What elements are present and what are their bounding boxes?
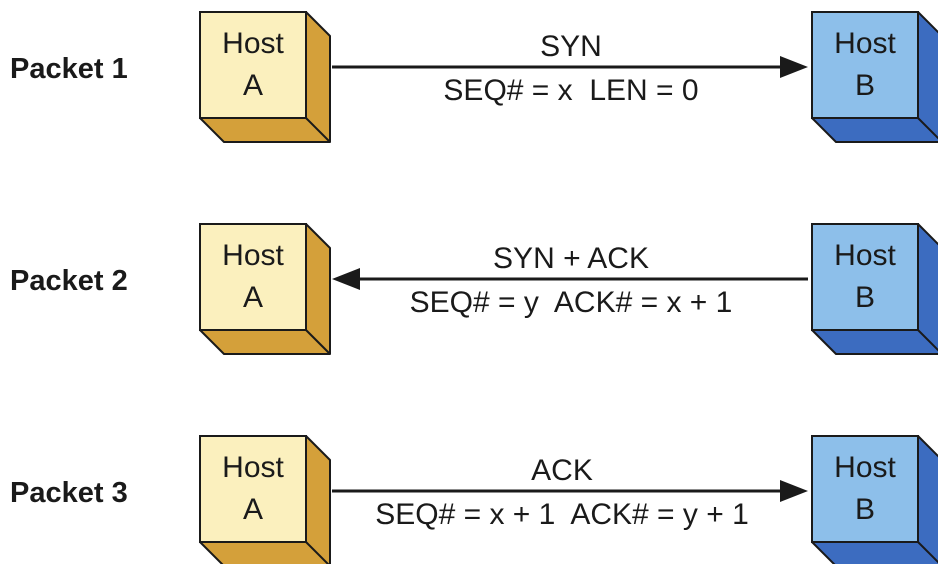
host-a-cube [199, 223, 331, 355]
host-a-cube-face [199, 11, 307, 119]
message-bottom-label: SEQ# = x LEN = 0 [443, 74, 698, 107]
message-top-label: SYN [540, 30, 602, 63]
message-arrow [332, 56, 808, 78]
packet-label: Packet 3 [10, 477, 128, 509]
host-b-cube [811, 223, 938, 355]
host-a-cube-face [199, 435, 307, 543]
host-a-label-line1: Host [222, 239, 284, 272]
host-b-cube-edge [917, 541, 938, 564]
message-arrow [332, 480, 808, 502]
host-a-cube-edge [305, 541, 330, 564]
host-b-label-line1: Host [834, 451, 896, 484]
host-b-cube-face [811, 11, 919, 119]
host-a-cube-edge [305, 117, 331, 143]
host-b-cube-edge [917, 329, 938, 352]
host-b-label-line1: Host [834, 27, 896, 60]
host-a-label-line2: A [243, 493, 263, 526]
host-b-cube [811, 435, 938, 564]
host-a-cube [199, 11, 331, 143]
message-arrow-head [780, 56, 808, 78]
host-b-label-line2: B [855, 281, 875, 314]
message-arrow-head [332, 268, 360, 290]
host-b-cube-face [811, 223, 919, 331]
packet-label: Packet 1 [10, 53, 128, 85]
message-top-label: SYN + ACK [493, 242, 649, 275]
message-arrow-head [780, 480, 808, 502]
host-b-label-line2: B [855, 69, 875, 102]
message-bottom-label: SEQ# = y ACK# = x + 1 [410, 286, 733, 319]
host-a-label-line2: A [243, 281, 263, 314]
message-bottom-label: SEQ# = x + 1 ACK# = y + 1 [375, 498, 749, 531]
host-b-label-line1: Host [834, 239, 896, 272]
host-a-cube-edge [305, 329, 331, 355]
host-b-label-line2: B [855, 493, 875, 526]
host-a-cube [199, 435, 331, 564]
host-a-label-line1: Host [222, 451, 284, 484]
host-a-label-line2: A [243, 69, 263, 102]
host-b-cube [811, 11, 938, 143]
host-a-cube-face [199, 223, 307, 331]
host-a-label-line1: Host [222, 27, 284, 60]
message-arrow [332, 268, 808, 290]
packet-label: Packet 2 [10, 265, 128, 297]
host-b-cube-face [811, 435, 919, 543]
message-top-label: ACK [531, 454, 593, 487]
host-b-cube-edge [917, 117, 938, 140]
